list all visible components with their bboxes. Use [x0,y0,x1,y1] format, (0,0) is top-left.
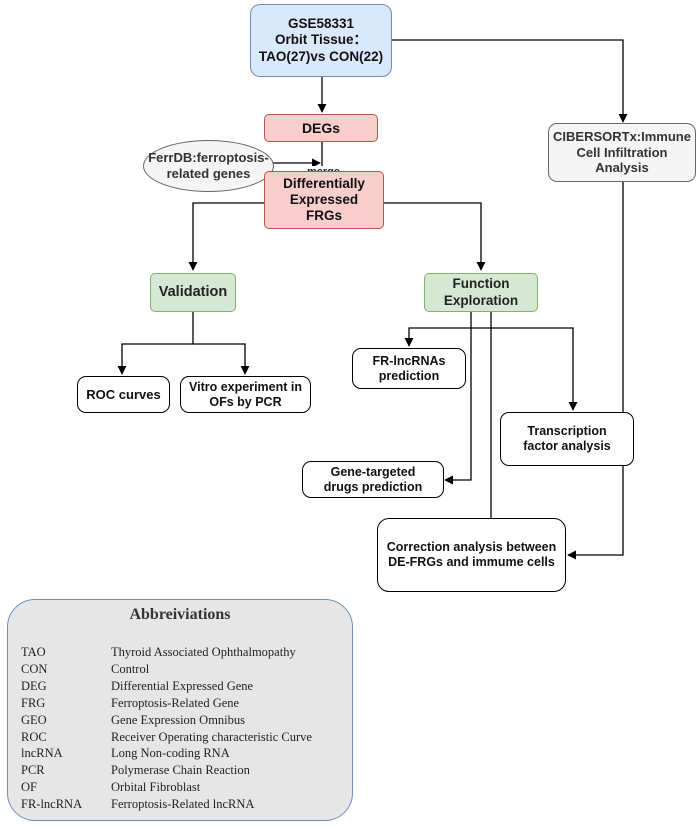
abbreviation-row: PCR Polymerase Chain Reaction [21,763,250,778]
abbreviation-definition: Differential Expressed Gene [111,678,254,693]
gse-dataset-node: GSE58331 Orbit Tissue： TAO(27)vs CON(22) [250,4,392,77]
abbreviations-panel: Abbreiviations TAO Thyroid Associated Oph… [7,599,353,821]
abbreviation-row: DEG Differential Expressed Gene [21,679,253,694]
arrow-defrgs-to-function [384,202,486,271]
roc-curves-node: ROC curves [77,376,170,413]
arrow-cibersort-to-correction [567,182,624,560]
function-line-2: Exploration [443,292,519,308]
cibersort-line-1: CIBERSORTx:Immune [553,129,691,145]
de-frgs-line-2: Expressed [289,191,359,207]
abbreviation-term: OF [21,780,37,795]
arrow-function-to-tf [474,327,578,411]
abbreviation-row: FR-lncRNA Ferroptosis-Related lncRNA [21,797,254,812]
function-exploration-node: Function Exploration [424,273,538,312]
abbreviation-definition: Ferroptosis-Related Gene [111,695,240,710]
correction-line-1: Correction analysis between [386,540,557,554]
drugs-line-2: drugs prediction [323,479,423,494]
degs-label: DEGs [301,119,341,136]
degs-node: DEGs [264,114,378,142]
abbreviation-definition: Ferroptosis-Related lncRNA [111,797,255,812]
abbreviation-term: ROC [21,729,47,744]
abbreviation-definition: Gene Expression Omnibus [111,712,246,727]
abbreviation-term: GEO [21,712,47,727]
arrow-function-to-drugs [444,312,472,485]
abbreviation-row: GEO Gene Expression Omnibus [21,713,245,728]
abbreviation-definition: Orbital Fibroblast [111,780,201,795]
abbreviation-definition: Polymerase Chain Reaction [111,763,250,778]
vitro-line-2: OFs by PCR [209,394,282,409]
cibersort-line-2: Cell Infiltration [576,144,668,160]
abbreviation-term: TAO [21,645,46,659]
abbreviation-term: PCR [21,763,45,778]
abbreviation-definition: Control [111,661,150,676]
validation-node: Validation [150,273,236,312]
abbreviation-term: DEG [21,678,47,693]
ferrdb-node: FerrDB:ferroptosis- related genes [143,140,274,192]
abbreviation-row: CON Control [21,662,149,677]
abbreviation-row: lncRNA Long Non-coding RNA [21,746,230,761]
function-line-1: Function [452,276,510,292]
abbreviation-term: FRG [21,695,46,710]
gse-line-3: TAO(27)vs CON(22) [258,48,384,64]
abbreviation-row: ROC Receiver Operating characteristic Cur… [21,730,312,745]
drugs-line-1: Gene-targeted [330,464,416,479]
validation-label: Validation [158,283,228,300]
abbreviation-term: lncRNA [21,746,63,761]
tf-line-1: Transcription [527,424,607,438]
abbreviation-row: TAO Thyroid Associated Ophthalmopathy [21,645,296,660]
arrow-gse-to-cibersort [392,39,628,123]
cibersort-line-3: Analysis [595,160,649,176]
de-frgs-line-1: Differentially [283,175,365,191]
correction-line-2: DE-FRGs and immume cells [388,555,555,569]
abbreviation-row: FRG Ferroptosis-Related Gene [21,696,239,711]
transcription-factor-node: Transcription factor analysis [500,412,634,466]
arrow-function-to-lncrna [404,327,474,347]
gene-targeted-drugs-node: Gene-targeted drugs prediction [302,461,444,498]
vitro-experiment-node: Vitro experiment in OFs by PCR [180,376,311,413]
vitro-line-1: Vitro experiment in [189,379,302,394]
gse-line-2: Orbit Tissue： [274,32,368,48]
de-frgs-line-3: FRGs [305,208,342,224]
gse-line-1: GSE58331 [287,16,355,32]
lncrna-line-2: prediction [378,368,440,383]
arrow-validation-split [117,312,194,375]
abbreviation-definition: Long Non-coding RNA [111,746,230,761]
fr-lncrna-prediction-node: FR-lncRNAs prediction [352,348,466,389]
arrow-defrgs-to-validation [188,202,264,271]
abbreviations-title: Abbreiviations [129,606,231,623]
abbreviation-term: FR-lncRNA [21,797,83,812]
ferrdb-line-2: related genes [166,166,251,181]
abbreviation-term: CON [21,661,48,676]
abbreviation-definition: Receiver Operating characteristic Curve [111,729,312,744]
de-frgs-node: Differentially Expressed FRGs [264,171,384,229]
cibersort-node: CIBERSORTx:Immune Cell Infiltration Anal… [548,123,696,182]
ferrdb-line-1: FerrDB:ferroptosis- [148,150,269,166]
roc-label: ROC curves [86,386,161,402]
abbreviation-definition: Thyroid Associated Ophthalmopathy [111,645,296,659]
tf-line-2: factor analysis [523,439,611,453]
lncrna-line-1: FR-lncRNAs [372,353,446,368]
abbreviation-row: OF Orbital Fibroblast [21,780,200,795]
arrow-validation-to-vitro [193,343,250,375]
correction-analysis-node: Correction analysis between DE-FRGs and … [377,518,566,592]
